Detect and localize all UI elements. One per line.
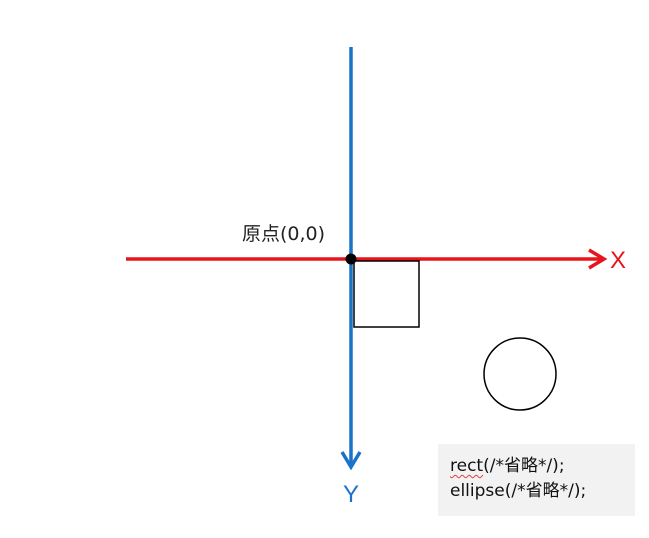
x-axis-arrowhead <box>588 248 608 270</box>
origin-point <box>345 253 357 265</box>
x-axis-label: X <box>610 247 626 274</box>
code-line-ellipse: ellipse(/*省略*/); <box>450 479 635 504</box>
origin-label: 原点(0,0) <box>242 223 325 245</box>
y-axis-arrowhead <box>340 451 362 471</box>
code-keyword-ellipse: ellipse <box>450 481 505 501</box>
code-box: rect(/*省略*/); ellipse(/*省略*/); <box>438 444 635 516</box>
ellipse-shape <box>483 337 557 411</box>
code-args-rect: (/*省略*/); <box>483 456 565 476</box>
y-axis-label: Y <box>343 481 359 508</box>
code-args-ellipse: (/*省略*/); <box>504 481 587 501</box>
code-keyword-rect: rect <box>450 456 484 476</box>
rect-shape <box>353 260 420 328</box>
code-line-rect: rect(/*省略*/); <box>450 454 635 479</box>
